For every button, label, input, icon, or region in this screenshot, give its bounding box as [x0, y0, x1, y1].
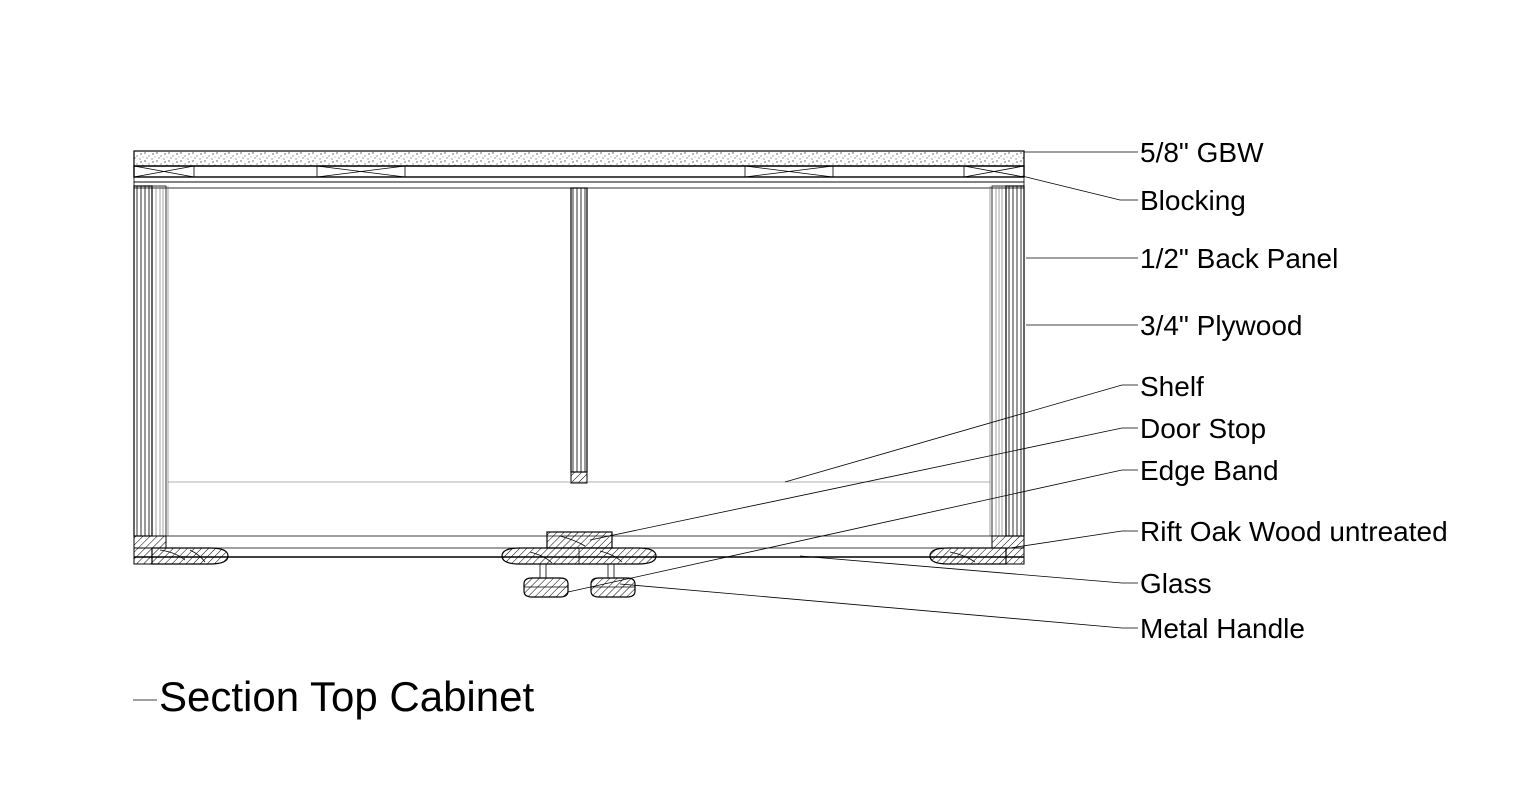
title-text: Section Top Cabinet — [159, 673, 534, 720]
leader-shelf — [784, 384, 1138, 483]
label-back-panel: 1/2" Back Panel — [1140, 243, 1338, 274]
door-frame-left — [151, 547, 229, 565]
blocking-block — [316, 165, 406, 178]
leader-blocking — [1021, 175, 1138, 201]
label-glass: Glass — [1140, 568, 1212, 599]
label-door-stop: Door Stop — [1140, 413, 1266, 444]
back-panel — [133, 176, 1025, 189]
door-frame-right — [929, 547, 1007, 565]
label-metal-handle: Metal Handle — [1140, 613, 1305, 644]
leader-glass — [799, 555, 1138, 584]
leader-metal-handle — [619, 583, 1138, 629]
blocking-block — [744, 165, 834, 178]
left-side-panel — [133, 185, 169, 537]
gypsum-board — [133, 150, 1025, 167]
label-plywood: 3/4" Plywood — [1140, 310, 1302, 341]
center-divider — [570, 187, 588, 484]
metal-handle-left — [523, 563, 569, 598]
door-frame-center — [501, 547, 657, 565]
right-side-panel — [989, 185, 1025, 537]
edge-band-left — [133, 535, 167, 565]
metal-handle-right — [590, 563, 636, 598]
blocking-block — [133, 165, 195, 178]
door-stop — [546, 531, 613, 549]
label-rift-oak: Rift Oak Wood untreated — [1140, 516, 1448, 547]
blocking-block — [963, 165, 1025, 178]
label-blocking: Blocking — [1140, 185, 1246, 216]
blocking-strip — [133, 165, 1025, 178]
edge-band-right — [991, 535, 1025, 565]
leader-rift-oak — [1009, 530, 1138, 549]
label-shelf: Shelf — [1140, 371, 1204, 402]
label-edge-band: Edge Band — [1140, 455, 1279, 486]
drawing-title: Section Top Cabinet — [133, 673, 534, 720]
leader-door-stop — [589, 427, 1138, 541]
callout-labels: 5/8" GBW Blocking 1/2" Back Panel 3/4" P… — [1140, 137, 1448, 644]
leader-edge-band — [567, 469, 1138, 593]
leader-lines — [567, 151, 1138, 629]
label-gbw: 5/8" GBW — [1140, 137, 1264, 168]
